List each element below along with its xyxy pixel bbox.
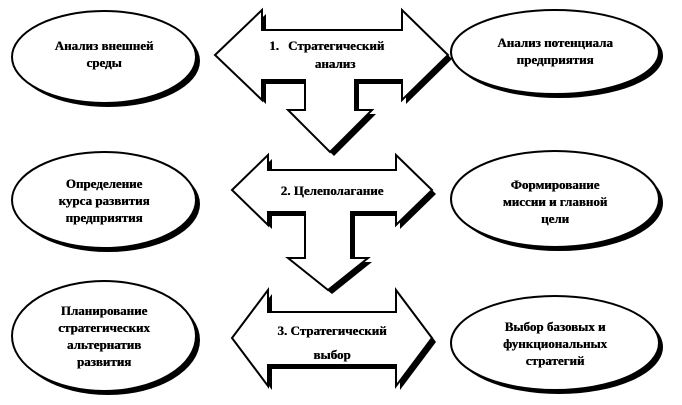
right-node-3-label: Выбор базовых и функциональных стратегий <box>502 319 608 368</box>
left-node-2-label: Определение курса развития предприятия <box>58 176 150 225</box>
right-node-2 <box>450 150 663 251</box>
right-node-1 <box>450 9 663 98</box>
stage-2-title: 2. Целеполагание <box>280 183 384 198</box>
left-node-1 <box>11 10 200 107</box>
stage-3-arrow <box>230 287 436 390</box>
left-node-3 <box>11 280 200 395</box>
left-node-3-label: Планирование стратегических альтернатив … <box>58 303 150 369</box>
right-node-3 <box>450 295 663 394</box>
stage-1-number: 1. <box>269 38 279 53</box>
stage-3-title-line2: выбор <box>313 347 351 362</box>
stage-3-title: 3. Стратегический <box>277 323 387 338</box>
stage-1-title-line2: анализ <box>314 56 356 71</box>
right-node-1-label: Анализ потенциала предприятия <box>497 35 613 67</box>
right-node-2-label: Формирование миссии и главной цели <box>502 177 608 226</box>
stage-2-arrow <box>230 152 436 294</box>
left-node-2 <box>11 151 200 252</box>
stage-1-arrow <box>213 7 452 156</box>
left-node-1-label: Анализ внешней среды <box>54 38 154 70</box>
stage-1-title: Стратегический <box>288 38 385 53</box>
